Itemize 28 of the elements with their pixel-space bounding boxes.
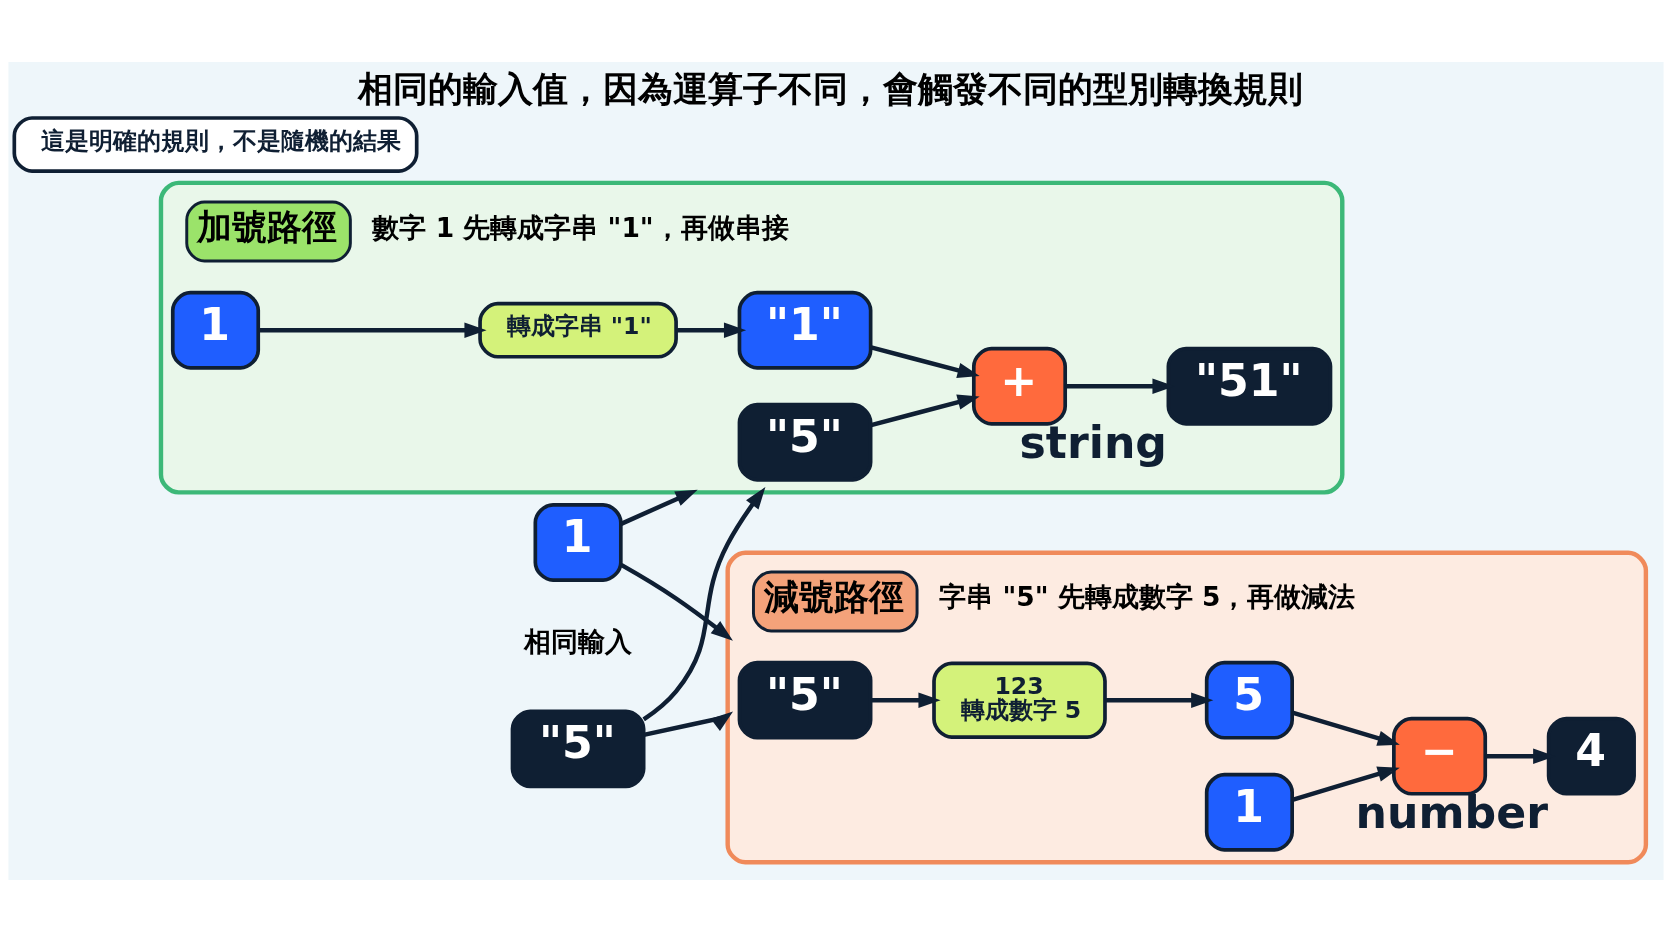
node-box: 5	[1204, 660, 1294, 740]
node-box: "1"	[737, 290, 873, 370]
arrow	[870, 394, 980, 427]
arrow	[642, 486, 766, 721]
arrow	[643, 711, 734, 737]
arrow	[620, 562, 733, 641]
node-box: +	[971, 346, 1068, 426]
node-box: 1	[533, 502, 623, 582]
node-box: 1	[1204, 772, 1294, 852]
node-box: 1	[170, 290, 261, 370]
node-box: 這是明確的規則，不是隨機的結果	[12, 115, 419, 173]
label: 相同輸入	[524, 625, 633, 657]
arrow	[1105, 691, 1214, 708]
arrow	[676, 322, 747, 338]
arrow	[871, 691, 941, 708]
node-box: "5"	[510, 708, 646, 788]
arrow	[1291, 710, 1400, 746]
node-box: 123 轉成數字 5	[932, 661, 1107, 739]
arrow	[870, 344, 980, 378]
arrow	[1291, 766, 1400, 802]
node-box: 4	[1546, 716, 1636, 796]
arrow	[620, 489, 698, 526]
node-box: "5"	[737, 402, 873, 482]
node-box: 轉成字串 "1"	[478, 301, 678, 359]
arrow	[258, 322, 487, 338]
diagram-title: 相同的輸入值，因為運算子不同，會觸發不同的型別轉換規則	[357, 67, 1303, 109]
node-box: "5"	[737, 660, 873, 740]
node-box: "51"	[1166, 346, 1333, 426]
